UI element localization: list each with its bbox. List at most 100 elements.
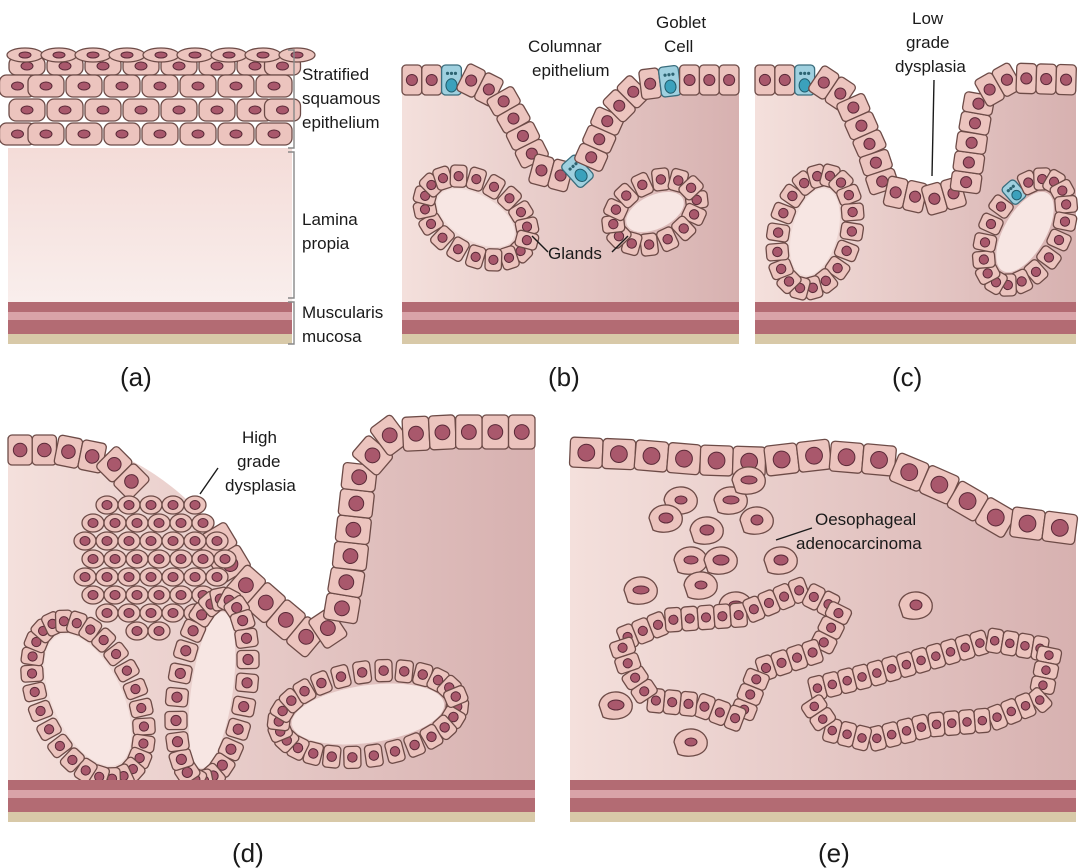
muscularis-mucosa-e xyxy=(570,780,1076,822)
nucleus xyxy=(132,627,142,636)
nucleus xyxy=(633,586,649,594)
goblet-nucleus xyxy=(446,79,457,92)
surface-squamous-cell xyxy=(143,48,179,62)
nucleus xyxy=(139,722,149,732)
nucleus xyxy=(684,74,695,85)
nucleus xyxy=(675,496,687,504)
nucleus xyxy=(717,611,727,621)
epithelial-cell xyxy=(973,232,998,253)
dysplastic-cell xyxy=(184,496,206,514)
epithelial-cell xyxy=(482,415,508,449)
epithelial-cell xyxy=(165,711,187,729)
nucleus xyxy=(80,537,90,546)
squamous-cell xyxy=(218,123,254,145)
tumor-cell xyxy=(649,505,682,532)
epithelial-cell xyxy=(829,441,864,474)
epithelial-cell xyxy=(974,708,991,733)
dysplastic-cell xyxy=(162,604,184,622)
nucleus xyxy=(220,555,230,564)
epithelial-cell xyxy=(402,65,422,95)
label-mucosa: mucosa xyxy=(302,327,362,346)
nucleus xyxy=(1061,199,1071,209)
nucleus xyxy=(243,654,253,664)
dysplastic-cell xyxy=(104,514,126,532)
nucleus xyxy=(212,537,222,546)
nucleus xyxy=(110,591,120,600)
panel-d: High grade dysplasia (d) xyxy=(0,414,535,868)
nucleus xyxy=(21,106,33,114)
surface-squamous-cell xyxy=(75,48,111,62)
panel-e: Oesophageal adenocarcinoma (e) xyxy=(569,437,1078,868)
nucleus xyxy=(724,74,735,85)
label-columnar: Columnar xyxy=(528,37,602,56)
nucleus xyxy=(713,555,729,565)
nucleus xyxy=(190,573,200,582)
nucleus xyxy=(132,519,142,528)
nucleus xyxy=(669,615,679,625)
dysplastic-cell xyxy=(170,550,192,568)
epithelial-cell xyxy=(972,250,995,268)
tumor-cell xyxy=(732,467,765,494)
nucleus xyxy=(249,62,261,70)
nucleus xyxy=(257,52,269,58)
nucleus xyxy=(656,174,667,185)
dysplastic-cell xyxy=(170,514,192,532)
epithelial-cell xyxy=(1054,195,1077,213)
nucleus xyxy=(110,555,120,564)
tumor-cell xyxy=(764,547,797,574)
nucleus xyxy=(406,74,417,85)
squamous-cell xyxy=(85,99,121,121)
nucleus xyxy=(87,52,99,58)
nucleus xyxy=(408,426,424,442)
nucleus xyxy=(59,106,71,114)
nucleus xyxy=(102,537,112,546)
epithelial-cell xyxy=(697,605,715,630)
squamous-cell xyxy=(180,75,216,97)
epithelial-cell xyxy=(428,415,456,450)
squamous-cell xyxy=(218,75,254,97)
nucleus xyxy=(132,591,142,600)
surface-squamous-cell xyxy=(109,48,145,62)
nucleus xyxy=(135,62,147,70)
nucleus xyxy=(932,720,941,729)
nucleus xyxy=(80,573,90,582)
muscularis-mucosa xyxy=(8,302,292,344)
epithelial-cell xyxy=(32,435,56,465)
epithelial-cell xyxy=(681,606,699,631)
nucleus xyxy=(124,501,134,510)
dysplastic-cell xyxy=(118,532,140,550)
nucleus xyxy=(347,753,357,763)
dysplastic-cell xyxy=(82,586,104,604)
panel-c: Low grade dysplasia (c) xyxy=(751,9,1081,392)
dysplastic-cell xyxy=(140,496,162,514)
nucleus xyxy=(13,443,27,457)
epithelial-cell xyxy=(1009,507,1045,541)
surface-squamous-cell xyxy=(211,48,247,62)
epithelial-cell xyxy=(327,566,365,598)
nucleus xyxy=(608,700,624,710)
mucin-granule xyxy=(446,72,449,75)
epithelial-cell xyxy=(364,744,384,768)
nucleus xyxy=(723,496,739,504)
nucleus xyxy=(173,62,185,70)
nucleus xyxy=(461,425,476,440)
nucleus xyxy=(488,425,503,440)
nucleus xyxy=(685,738,697,746)
nucleus xyxy=(683,699,693,709)
surface-squamous-cell xyxy=(41,48,77,62)
nucleus xyxy=(277,106,289,114)
nucleus xyxy=(230,82,242,90)
epithelial-cell xyxy=(1016,63,1037,94)
epithelial-cell xyxy=(231,696,256,718)
epithelial-cell xyxy=(165,731,189,752)
epithelial-cell xyxy=(21,665,44,683)
nucleus xyxy=(578,444,596,462)
label-grade-c: grade xyxy=(906,33,949,52)
nucleus xyxy=(154,627,164,636)
nucleus xyxy=(168,537,178,546)
label-dysplasia-c: dysplasia xyxy=(895,57,966,76)
nucleus xyxy=(173,106,185,114)
nucleus xyxy=(910,600,922,610)
label-high: High xyxy=(242,428,277,447)
dysplastic-cell xyxy=(170,586,192,604)
